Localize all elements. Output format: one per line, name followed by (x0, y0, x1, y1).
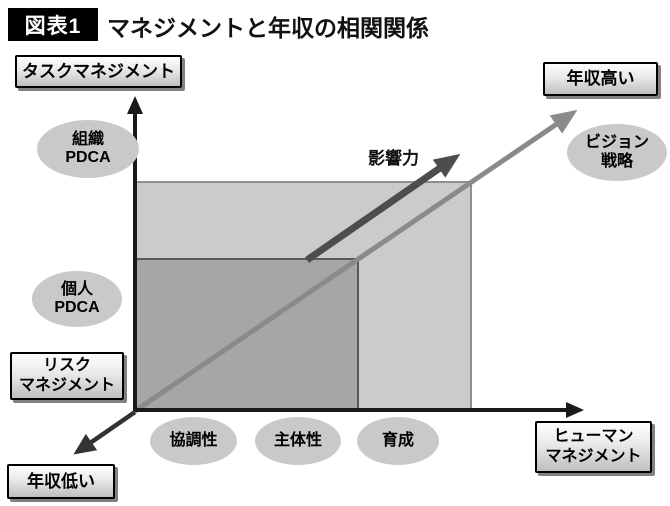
org-pdca-line1: 組織 (71, 130, 104, 148)
risk-management-box: リスク マネジメント (10, 352, 124, 400)
cooperation-ellipse: 協調性 (150, 417, 237, 465)
y-axis-label: タスクマネジメント (22, 61, 175, 81)
personal-pdca-ellipse: 個人 PDCA (32, 271, 122, 327)
personal-pdca-line2: PDCA (54, 299, 100, 316)
influence-arrow-label: 影響力 (368, 149, 419, 168)
influence-arrow (305, 153, 461, 263)
income-low-arrow (73, 410, 137, 455)
figure-number-badge: 図表1 (8, 8, 98, 41)
independence-ellipse: 主体性 (255, 417, 341, 465)
personal-pdca-line1: 個人 (60, 280, 93, 298)
figure-title: マネジメントと年収の相関関係 (107, 15, 429, 41)
cooperation-label: 協調性 (169, 431, 218, 449)
correlation-arrow (133, 109, 578, 414)
risk-management-line1: リスク (42, 357, 91, 374)
development-label: 育成 (381, 431, 414, 449)
x-axis-label-box: ヒューマン マネジメント (535, 421, 652, 473)
risk-management-line2: マネジメント (18, 377, 115, 394)
vision-strategy-ellipse: ビジョン 戦略 (567, 124, 667, 181)
vision-strategy-line1: ビジョン (584, 134, 649, 152)
org-pdca-line2: PDCA (65, 149, 111, 166)
income-high-box: 年収高い (543, 62, 658, 96)
income-low-box: 年収低い (7, 464, 115, 499)
y-axis-label-box: タスクマネジメント (15, 55, 182, 88)
x-axis-label-line1: ヒューマン (553, 428, 634, 445)
vision-strategy-line2: 戦略 (600, 152, 633, 170)
income-low-label: 年収低い (27, 471, 95, 491)
x-axis-label-line2: マネジメント (545, 448, 642, 465)
income-high-label: 年収高い (566, 69, 635, 89)
org-pdca-ellipse: 組織 PDCA (37, 120, 139, 178)
independence-label: 主体性 (273, 431, 322, 449)
development-ellipse: 育成 (357, 417, 439, 465)
